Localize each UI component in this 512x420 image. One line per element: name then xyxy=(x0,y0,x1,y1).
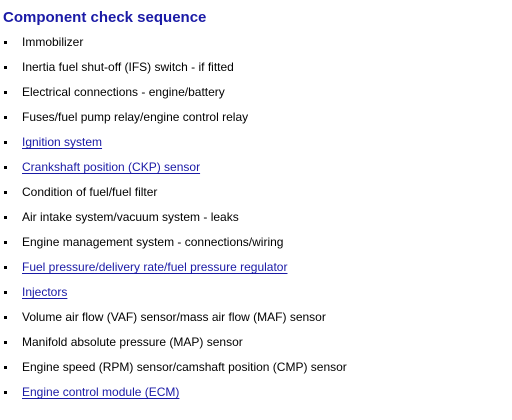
ecm-link[interactable]: Engine control module (ECM) xyxy=(22,385,180,399)
list-item-text: Air intake system/vacuum system - leaks xyxy=(22,210,239,224)
list-item-text: Fuses/fuel pump relay/engine control rel… xyxy=(22,110,249,124)
bullet-icon xyxy=(4,166,7,169)
fuel-pressure-link[interactable]: Fuel pressure/delivery rate/fuel pressur… xyxy=(22,260,288,274)
bullet-icon xyxy=(4,291,7,294)
list-item-text: Manifold absolute pressure (MAP) sensor xyxy=(22,335,243,349)
bullet-icon xyxy=(4,41,7,44)
bullet-icon xyxy=(4,216,7,219)
list-item-text: Inertia fuel shut-off (IFS) switch - if … xyxy=(22,60,234,74)
bullet-icon xyxy=(4,66,7,69)
list-item-text: Engine speed (RPM) sensor/camshaft posit… xyxy=(22,360,347,374)
bullet-icon xyxy=(4,266,7,269)
list-item-text: Electrical connections - engine/battery xyxy=(22,85,225,99)
ignition-system-link[interactable]: Ignition system xyxy=(22,135,103,149)
list-item-text: Engine management system - connections/w… xyxy=(22,235,284,249)
list-item-text: Immobilizer xyxy=(22,35,84,49)
bullet-icon xyxy=(4,141,7,144)
bullet-icon xyxy=(4,391,7,394)
ckp-sensor-link[interactable]: Crankshaft position (CKP) sensor xyxy=(22,160,201,174)
bullet-icon xyxy=(4,241,7,244)
bullet-icon xyxy=(4,341,7,344)
list-item-text: Volume air flow (VAF) sensor/mass air fl… xyxy=(22,310,326,324)
list-item-text: Condition of fuel/fuel filter xyxy=(22,185,158,199)
bullet-icon xyxy=(4,316,7,319)
bullet-icon xyxy=(4,91,7,94)
bullet-icon xyxy=(4,191,7,194)
page-title: Component check sequence xyxy=(3,9,207,26)
injectors-link[interactable]: Injectors xyxy=(22,285,68,299)
bullet-icon xyxy=(4,366,7,369)
bullet-icon xyxy=(4,116,7,119)
